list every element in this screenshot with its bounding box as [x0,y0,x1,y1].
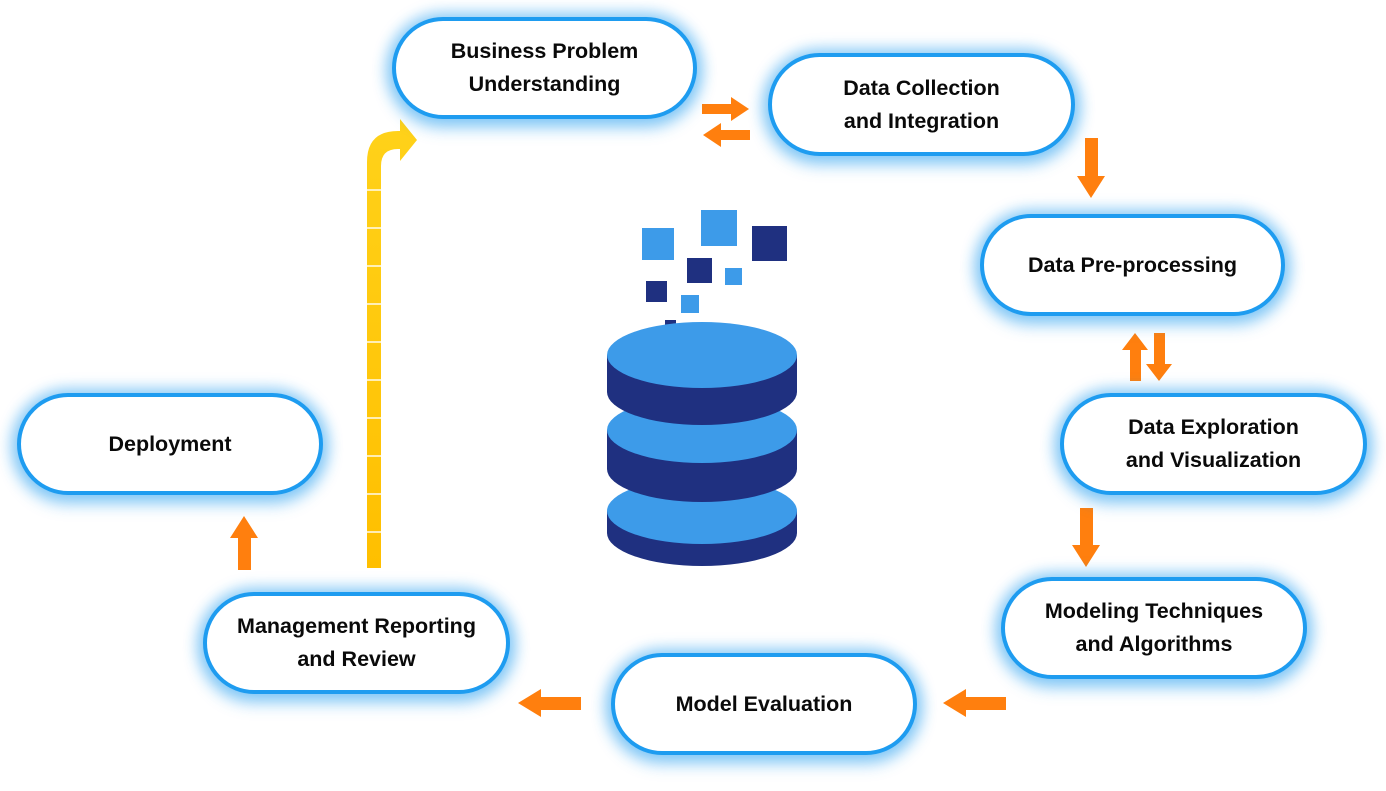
node-business-problem-understanding: Business Problem Understanding [392,17,697,119]
node-label: Management Reporting and Review [237,614,476,671]
arrow-exploration-modeling [1072,508,1100,567]
node-label: Data Pre-processing [1027,252,1238,277]
database-icon [607,210,797,566]
feedback-arrow [367,119,417,568]
double-arrow-business-collection [702,97,750,147]
node-data-pre-processing: Data Pre-processing [980,214,1285,316]
node-data-exploration-and-visualization: Data Exploration and Visualization [1060,393,1367,495]
node-deployment: Deployment [17,393,323,495]
node-label: Data Exploration and Visualization [1125,415,1302,472]
node-label: Modeling Techniques and Algorithms [1044,599,1264,656]
arrow-modeling-evaluation [943,689,1006,717]
node-label: Model Evaluation [675,691,853,716]
node-data-collection-and-integration: Data Collection and Integration [768,53,1075,156]
node-label: Deployment [108,431,232,456]
node-management-reporting-and-review: Management Reporting and Review [203,592,510,694]
node-label: Data Collection and Integration [843,75,1000,133]
node-modeling-techniques-and-algorithms: Modeling Techniques and Algorithms [1001,577,1307,679]
double-arrow-preprocessing-exploration [1122,333,1172,381]
node-label: Business Problem Understanding [450,39,639,96]
arrow-evaluation-management [518,689,581,717]
arrow-collection-preprocessing [1077,138,1105,198]
node-model-evaluation: Model Evaluation [611,653,917,755]
arrow-management-deployment [230,516,258,570]
